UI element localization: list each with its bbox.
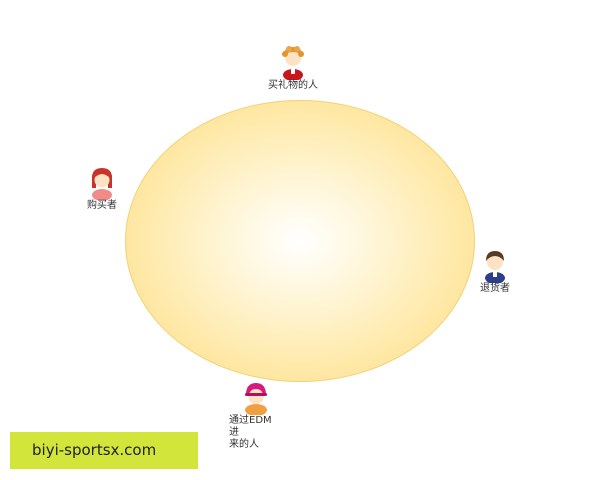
person-edm-visitor: 通过EDM进 来的人	[215, 381, 275, 451]
person-returner: 退货者	[455, 249, 535, 295]
person-label-buyer: 购买者	[87, 200, 117, 211]
person-dark-hair-blue-shirt-icon	[485, 251, 505, 283]
person-label-edm-visitor-line1: 通过EDM进	[229, 415, 272, 438]
person-orange-hair-red-shirt-icon	[282, 46, 304, 80]
watermark-banner: biyi-sportsx.com	[10, 432, 198, 469]
person-buyer: 购买者	[62, 166, 142, 212]
person-label-returner: 退货者	[480, 283, 510, 294]
person-red-hair-pink-shirt-icon	[91, 168, 113, 200]
person-magenta-hat-icon	[245, 383, 267, 415]
person-label-gift-buyer: 买礼物的人	[268, 80, 318, 91]
center-ellipse	[125, 100, 475, 382]
person-label-edm-visitor-line2: 来的人	[229, 439, 259, 450]
person-gift-buyer: 买礼物的人	[253, 44, 333, 92]
